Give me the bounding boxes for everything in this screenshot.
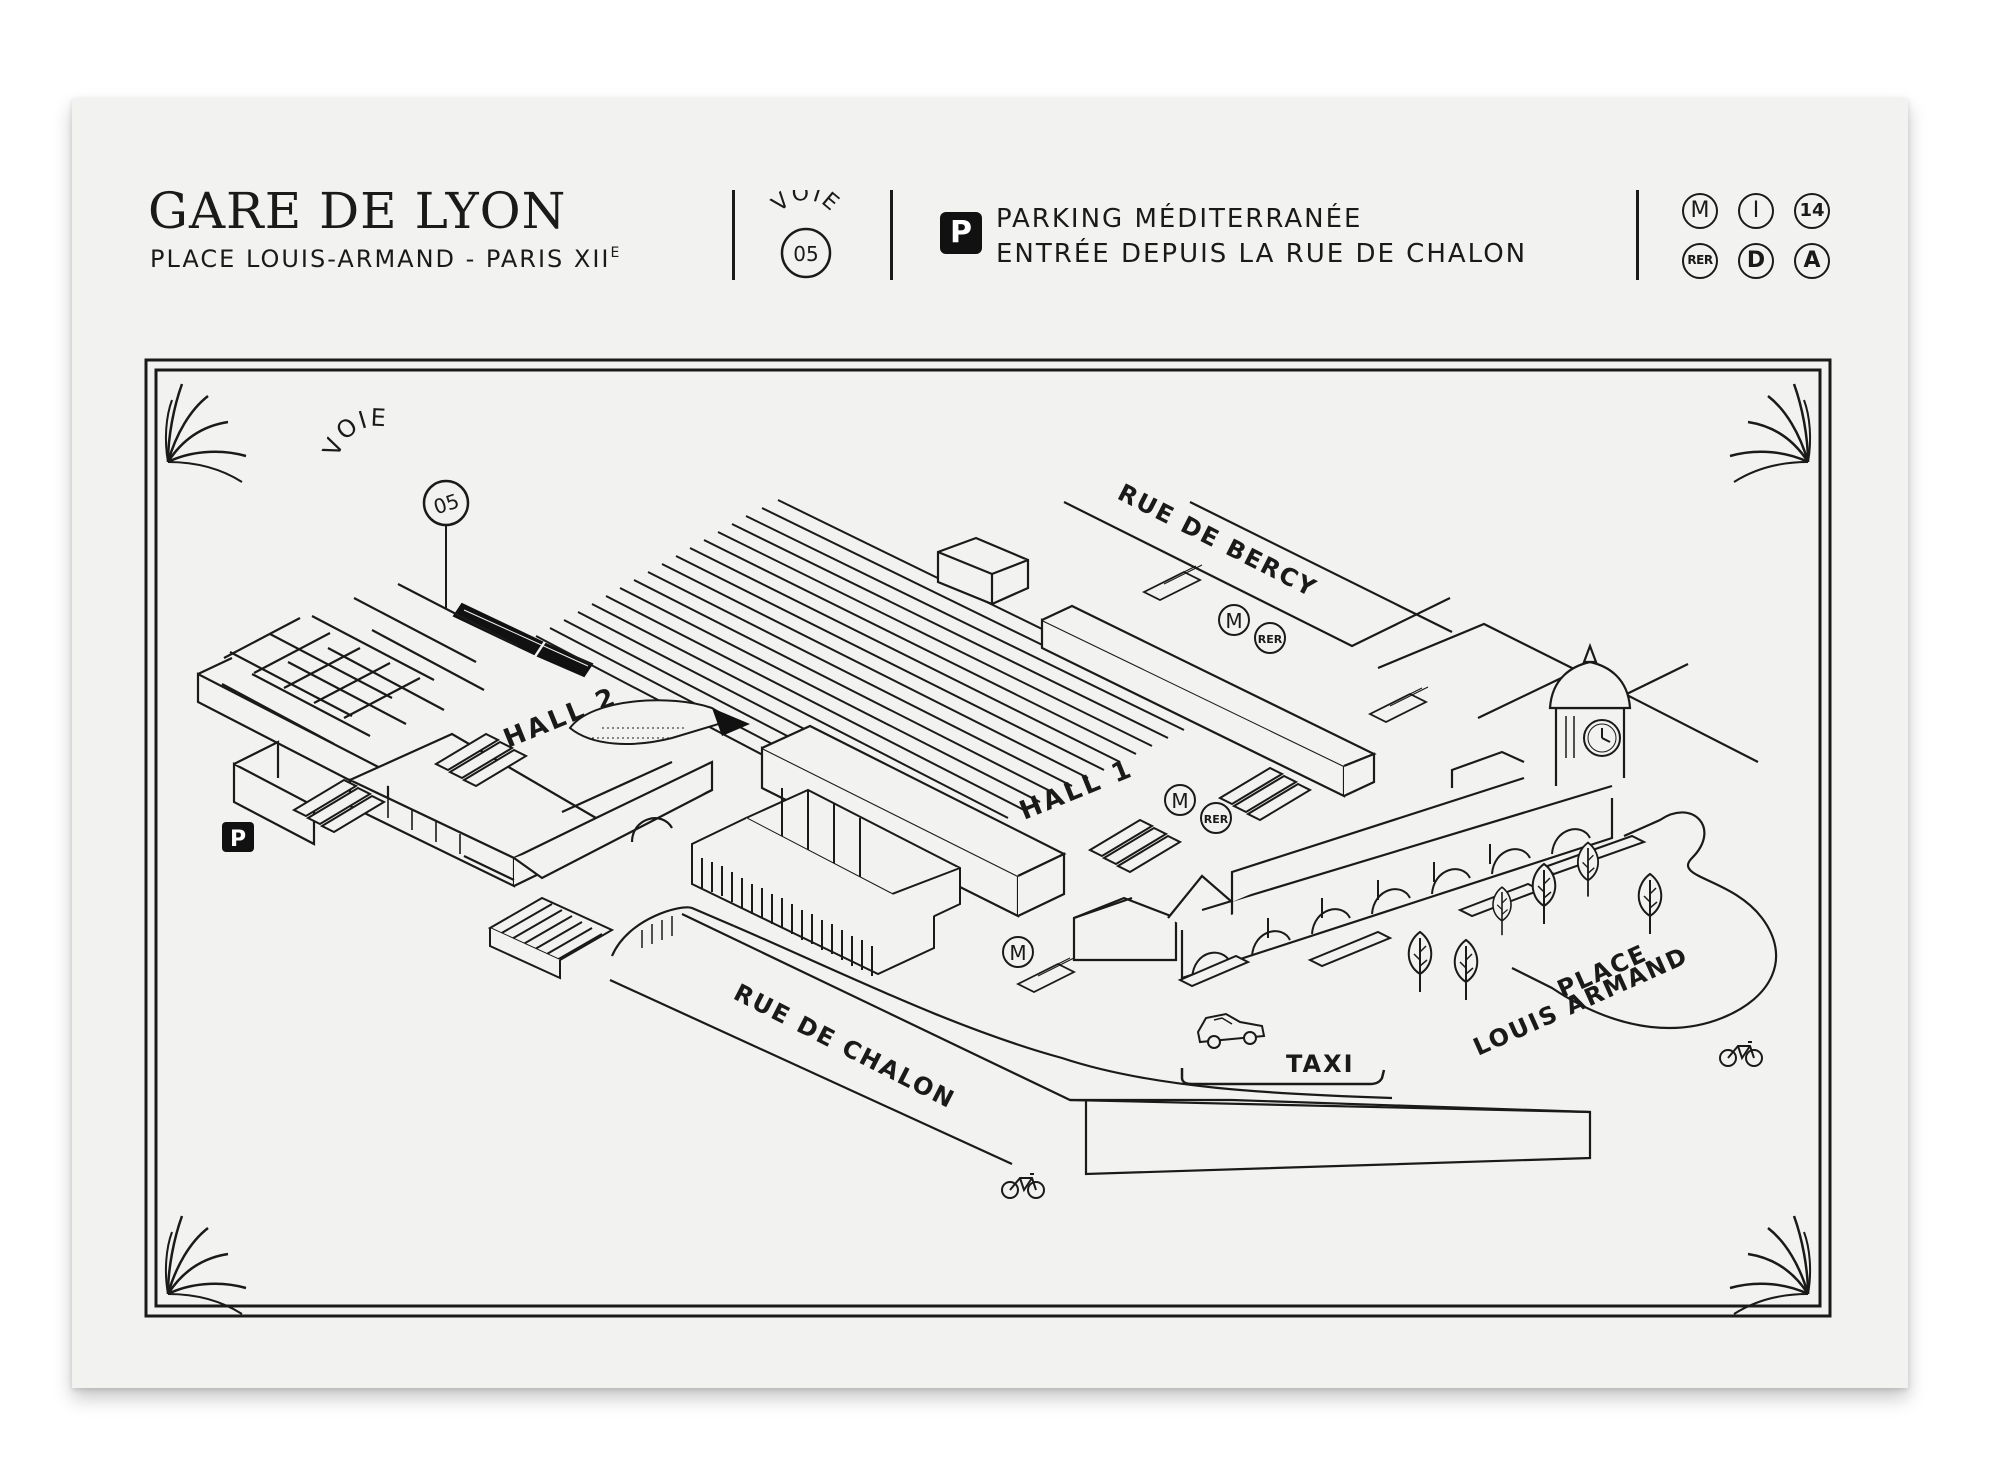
station-address: PLACE LOUIS-ARMAND - PARIS XIIE — [150, 245, 622, 273]
train-icon — [452, 602, 594, 678]
place-louis-armand-outline — [1511, 811, 1778, 1030]
taxi-rank — [1180, 1068, 1386, 1086]
leaf-ornament-icon — [1728, 382, 1812, 484]
svg-text:RER: RER — [1204, 813, 1229, 826]
leaf-ornament-icon — [164, 382, 248, 484]
voie-map-marker: VOIE 05 — [317, 404, 470, 608]
stairs-icon — [487, 896, 615, 980]
rue-de-chalon-label: RUE DE CHALON — [729, 978, 960, 1114]
parking-map-icon: P — [222, 822, 254, 852]
map-card: GARE DE LYON PLACE LOUIS-ARMAND - PARIS … — [72, 98, 1908, 1388]
metro-line-14-badge: 14 — [1794, 193, 1830, 229]
header-divider — [1636, 190, 1639, 280]
header-divider — [890, 190, 893, 280]
car-icon — [1196, 1012, 1266, 1049]
svg-text:LOUIS ARMAND: LOUIS ARMAND — [1469, 941, 1693, 1061]
escalator-icon — [1089, 819, 1181, 873]
rer-a-badge: A — [1794, 243, 1830, 279]
tree-icon — [1407, 931, 1433, 993]
parking-icon: P — [940, 212, 982, 254]
escalator-icon — [1219, 767, 1311, 821]
svg-text:M: M — [1171, 789, 1188, 813]
taxi-label: TAXI — [1286, 1050, 1355, 1078]
frame-inner — [154, 368, 1822, 1308]
svg-text:VOIE: VOIE — [317, 404, 388, 461]
station-title: GARE DE LYON — [148, 182, 567, 240]
leaf-ornament-icon — [164, 1214, 248, 1316]
tree-icon — [1531, 863, 1557, 925]
parking-entrance: ENTRÉE DEPUIS LA RUE DE CHALON — [996, 239, 1528, 269]
stairs-icon — [1369, 686, 1429, 723]
tree-icon — [1637, 873, 1663, 935]
header-divider — [732, 190, 735, 280]
frame-outer — [144, 358, 1832, 1318]
svg-text:P: P — [230, 827, 246, 852]
facade-arches — [1191, 828, 1591, 979]
hall1-label: HALL 1 — [1015, 754, 1138, 827]
rue-de-bercy-label: RUE DE BERCY — [1113, 478, 1321, 603]
parking-name: PARKING MÉDITERRANÉE — [996, 204, 1363, 234]
fenced-platform — [691, 788, 961, 976]
transit-map-badges: M RER M RER M — [1002, 604, 1286, 968]
main-station-building — [1072, 642, 1632, 980]
rue-de-chalon-road — [609, 913, 1592, 1176]
svg-text:RER: RER — [1258, 633, 1283, 646]
tree-icon — [1576, 841, 1600, 898]
hall2-windows — [387, 798, 461, 854]
stairs-icon — [1143, 564, 1203, 601]
tree-icon — [1453, 939, 1479, 1001]
svg-text:M: M — [1225, 609, 1242, 633]
svg-text:M: M — [1009, 941, 1026, 965]
place-louis-armand-label: PLACE LOUIS ARMAND — [1469, 939, 1693, 1061]
clock-tower-icon — [1565, 716, 1621, 758]
voie-header-badge: VOIE 05 — [767, 190, 843, 279]
tree-icon — [1492, 886, 1512, 937]
voie-map-label: VOIE — [317, 404, 386, 461]
metro-m-badge: M — [1682, 193, 1718, 229]
voie-header-number: 05 — [793, 242, 818, 266]
rer-d-badge: D — [1738, 243, 1774, 279]
bicycle-icon — [1001, 1173, 1045, 1199]
leaf-ornament-icon — [1728, 1214, 1812, 1316]
station-map: VOIE 05 — [144, 358, 1832, 1318]
bicycle-icon — [1719, 1041, 1763, 1067]
rer-badge: RER — [1682, 243, 1718, 279]
hall2-canopy — [568, 699, 750, 745]
metro-line-1-badge: I — [1738, 193, 1774, 229]
